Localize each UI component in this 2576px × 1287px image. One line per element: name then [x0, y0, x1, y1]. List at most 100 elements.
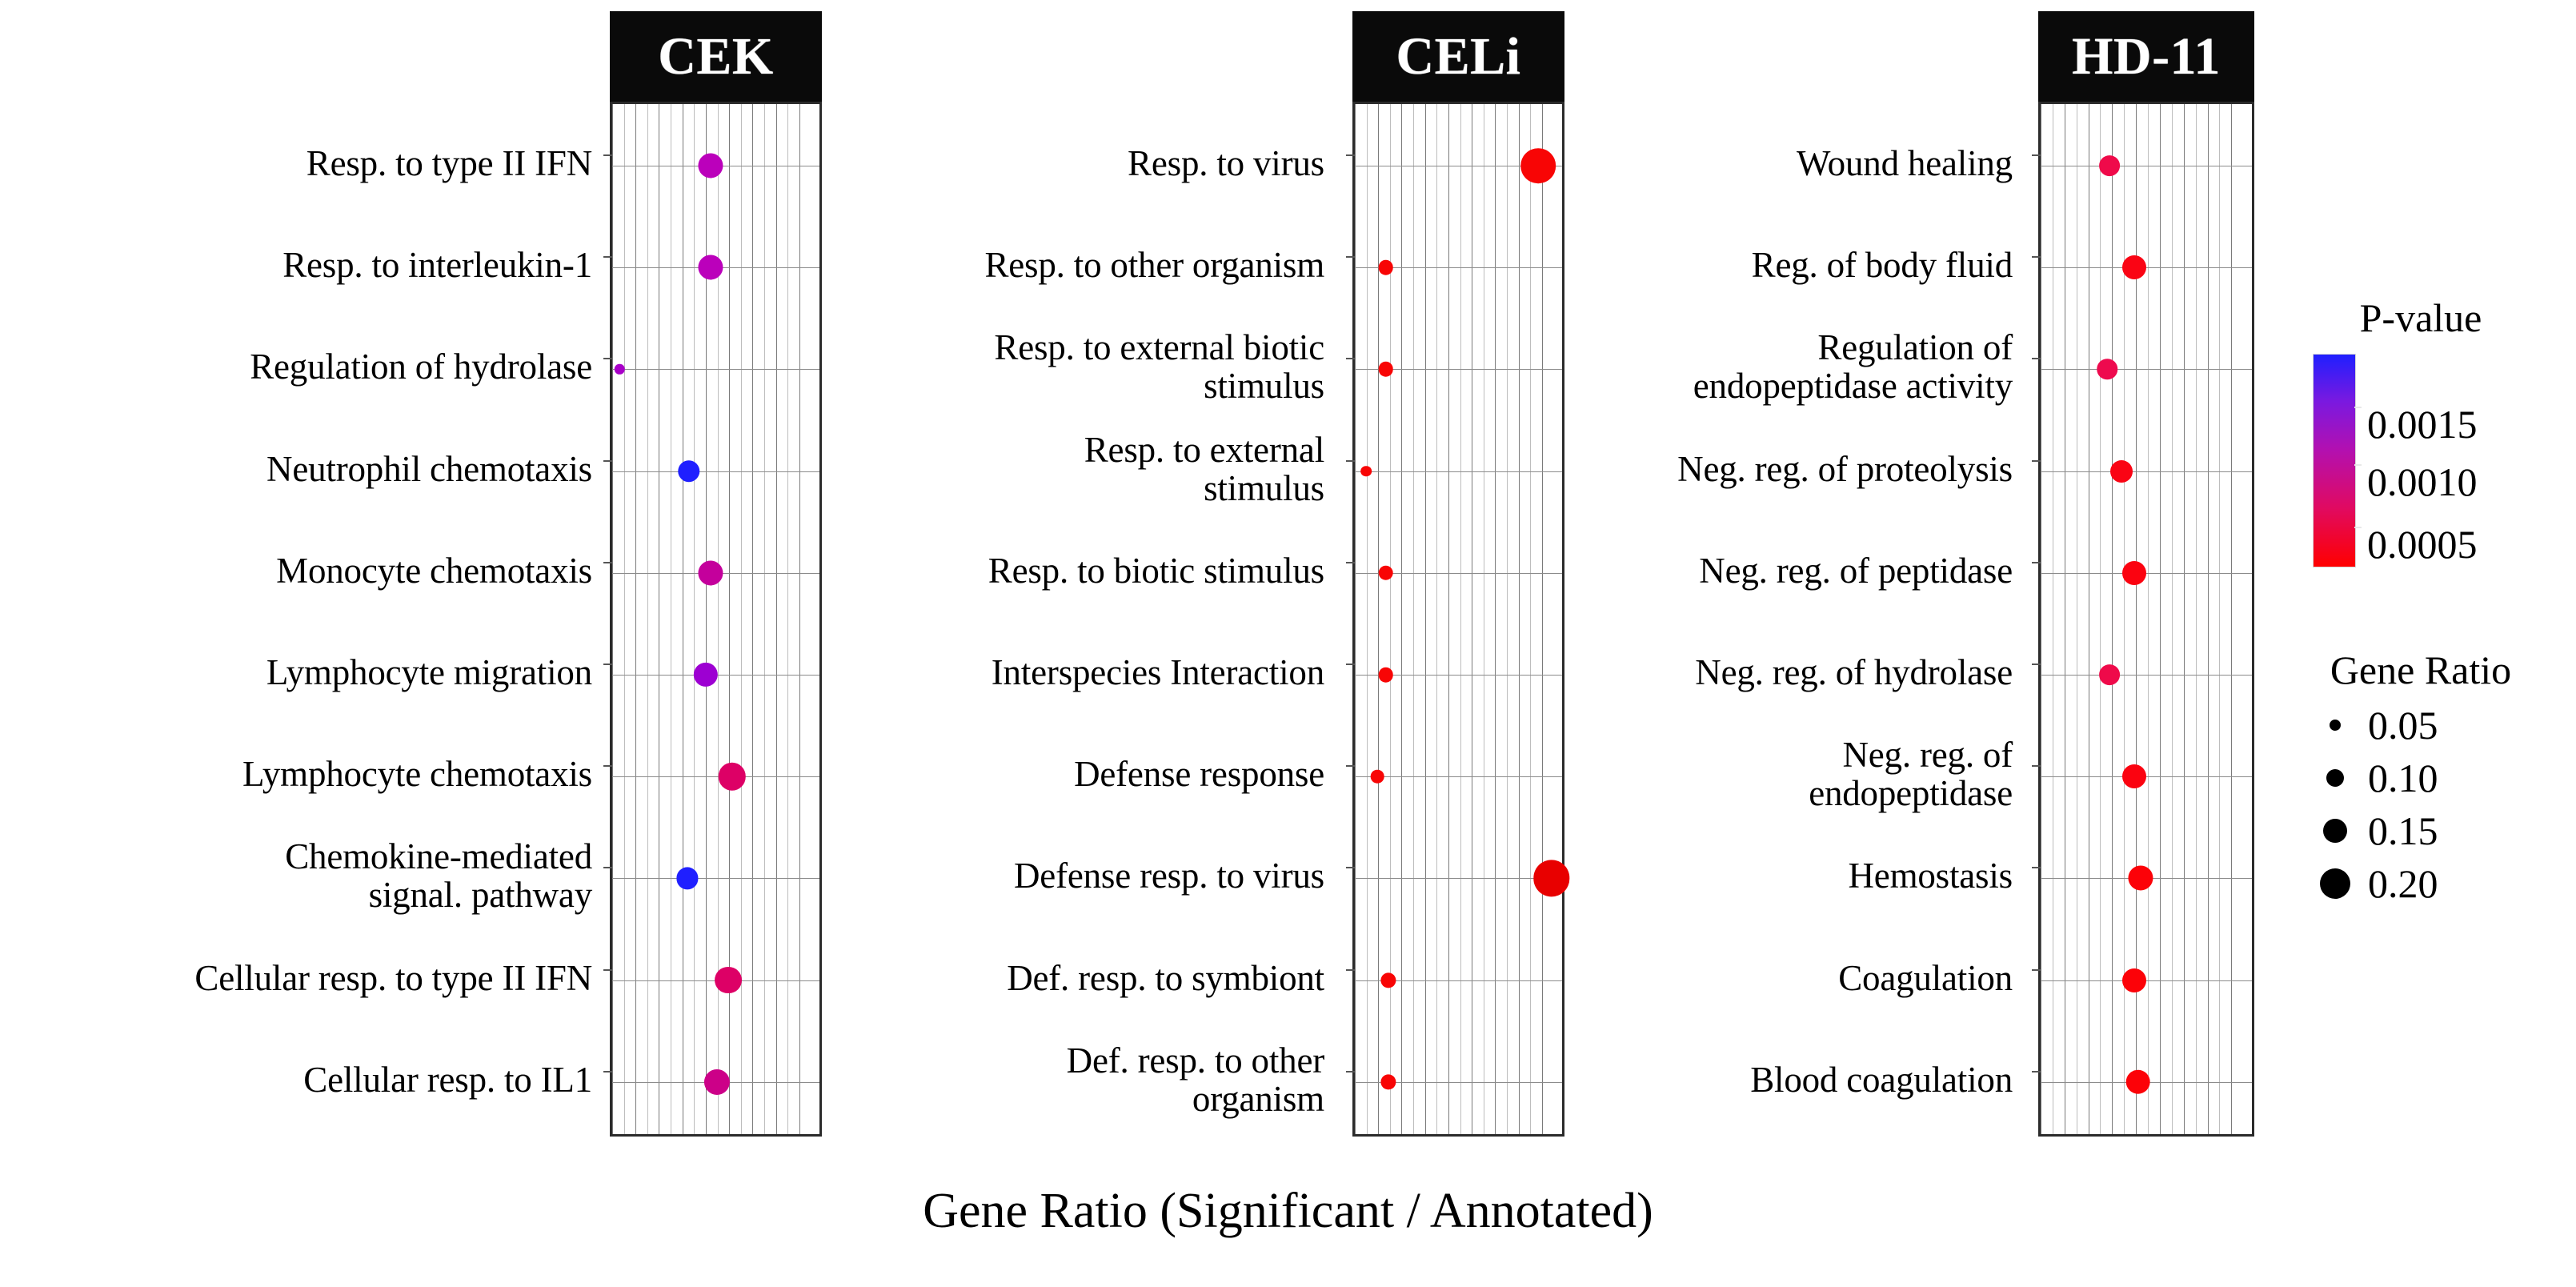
data-point[interactable]	[1360, 465, 1372, 477]
colorbar-tick	[2354, 464, 2362, 466]
row-label: Cellular resp. to type II IFN	[194, 957, 592, 998]
data-point[interactable]	[1380, 1074, 1396, 1090]
gridline-vertical	[635, 104, 637, 1134]
colorbar-tick-label: 0.0005	[2367, 522, 2478, 567]
gridline-horizontal	[612, 776, 819, 778]
data-point[interactable]	[2098, 664, 2120, 685]
legend-size-label: 0.05	[2368, 703, 2438, 748]
axis-tick	[1346, 358, 1355, 360]
gridline-vertical	[787, 104, 789, 1134]
gridline-horizontal	[1355, 369, 1562, 371]
gridline-vertical	[2219, 104, 2221, 1134]
legend-size-label: 0.15	[2368, 808, 2438, 853]
axis-tick	[1346, 459, 1355, 462]
axis-tick	[2032, 561, 2041, 563]
gridline-vertical	[1436, 104, 1438, 1134]
data-point[interactable]	[2121, 255, 2146, 280]
data-point[interactable]	[675, 867, 699, 889]
row-label: Regulation of hydrolase	[250, 347, 592, 387]
data-point[interactable]	[703, 1068, 731, 1095]
gridline-vertical	[2112, 104, 2113, 1134]
row-label: Wound healing	[1797, 143, 2013, 183]
data-point[interactable]	[2121, 968, 2146, 992]
row-label: Neutrophil chemotaxis	[266, 448, 592, 489]
axis-tick	[2032, 358, 2041, 360]
data-point[interactable]	[1378, 259, 1393, 275]
axis-tick	[603, 561, 612, 563]
colorbar-tick-label: 0.0015	[2367, 402, 2478, 447]
data-point[interactable]	[2121, 560, 2146, 585]
plot-area-cek	[603, 102, 822, 1137]
data-point[interactable]	[1378, 667, 1393, 683]
data-point[interactable]	[1520, 148, 1556, 183]
legend-dot-slot	[2317, 868, 2354, 899]
data-point[interactable]	[718, 762, 746, 791]
data-point[interactable]	[2125, 1069, 2150, 1095]
colorbar-tick-label: 0.0010	[2367, 459, 2478, 504]
legend-size-dot	[2320, 868, 2350, 899]
row-label: Hemostasis	[1848, 856, 2013, 896]
row-label: Coagulation	[1838, 957, 2013, 998]
axis-tick	[2032, 1070, 2041, 1072]
gridline-horizontal	[612, 471, 819, 472]
gridline-vertical	[1530, 104, 1532, 1134]
axis-tick	[1346, 561, 1355, 563]
data-point[interactable]	[2128, 865, 2153, 891]
data-point[interactable]	[2110, 459, 2133, 483]
axis-tick	[603, 1070, 612, 1072]
legend-dot-slot	[2317, 819, 2354, 843]
data-point[interactable]	[615, 364, 625, 375]
row-label: Lymphocyte migration	[266, 652, 592, 692]
gridline-vertical	[1401, 104, 1403, 1134]
data-point[interactable]	[2098, 155, 2120, 176]
row-label: Resp. to external biotic stimulus	[994, 327, 1324, 407]
plot-area-celi	[1346, 102, 1570, 1137]
data-point[interactable]	[715, 966, 742, 994]
axis-tick	[2032, 459, 2041, 462]
gridline-vertical	[717, 104, 719, 1134]
data-point[interactable]	[1378, 362, 1393, 377]
gridline-horizontal	[2041, 471, 2252, 472]
data-point[interactable]	[698, 255, 723, 280]
axis-tick	[603, 765, 612, 768]
gridline-horizontal	[2041, 267, 2252, 269]
gridline-horizontal	[612, 878, 819, 880]
data-point[interactable]	[678, 459, 700, 483]
data-point[interactable]	[693, 662, 719, 688]
axis-tick	[1346, 664, 1355, 665]
gridline-horizontal	[2041, 675, 2252, 676]
axis-tick	[2032, 968, 2041, 971]
panel-header-celi: CELi	[1352, 11, 1564, 102]
row-label: Neg. reg. of proteolysis	[1677, 448, 2013, 489]
data-point[interactable]	[2097, 359, 2118, 380]
legend-size-label: 0.20	[2368, 861, 2438, 906]
data-point[interactable]	[1370, 769, 1384, 784]
legend-dot-slot	[2317, 769, 2354, 787]
pvalue-colorbar	[2313, 354, 2356, 567]
data-point[interactable]	[1380, 972, 1396, 988]
gridline-vertical	[2124, 104, 2125, 1134]
axis-tick	[603, 968, 612, 971]
gridline-horizontal	[1355, 1081, 1562, 1083]
data-point[interactable]	[698, 153, 723, 178]
gridline-vertical	[2171, 104, 2173, 1134]
data-point[interactable]	[1532, 860, 1570, 897]
row-label: Resp. to interleukin-1	[282, 245, 592, 286]
gridline-horizontal	[2041, 980, 2252, 981]
data-point[interactable]	[698, 560, 723, 586]
data-point[interactable]	[1378, 565, 1393, 581]
gridline-horizontal	[1355, 878, 1562, 880]
row-label: Cellular resp. to IL1	[303, 1059, 592, 1100]
generatio-legend-item: 0.10	[2317, 754, 2438, 802]
gridline-vertical	[1355, 104, 1356, 1134]
data-point[interactable]	[2121, 764, 2146, 789]
pvalue-colorbar-wrap: 0.0015 0.0010 0.0005	[2313, 354, 2553, 570]
generatio-legend: Gene Ratio 0.05 0.10 0.15 0.20	[2285, 648, 2557, 904]
row-label: Interspecies Interaction	[991, 652, 1324, 692]
generatio-legend-item: 0.15	[2317, 807, 2438, 855]
row-label: Resp. to other organism	[984, 245, 1324, 286]
axis-tick	[603, 256, 612, 259]
gridline-vertical	[1495, 104, 1496, 1134]
legend-size-label: 0.10	[2368, 756, 2438, 800]
generatio-legend-title: Gene Ratio	[2330, 648, 2512, 692]
